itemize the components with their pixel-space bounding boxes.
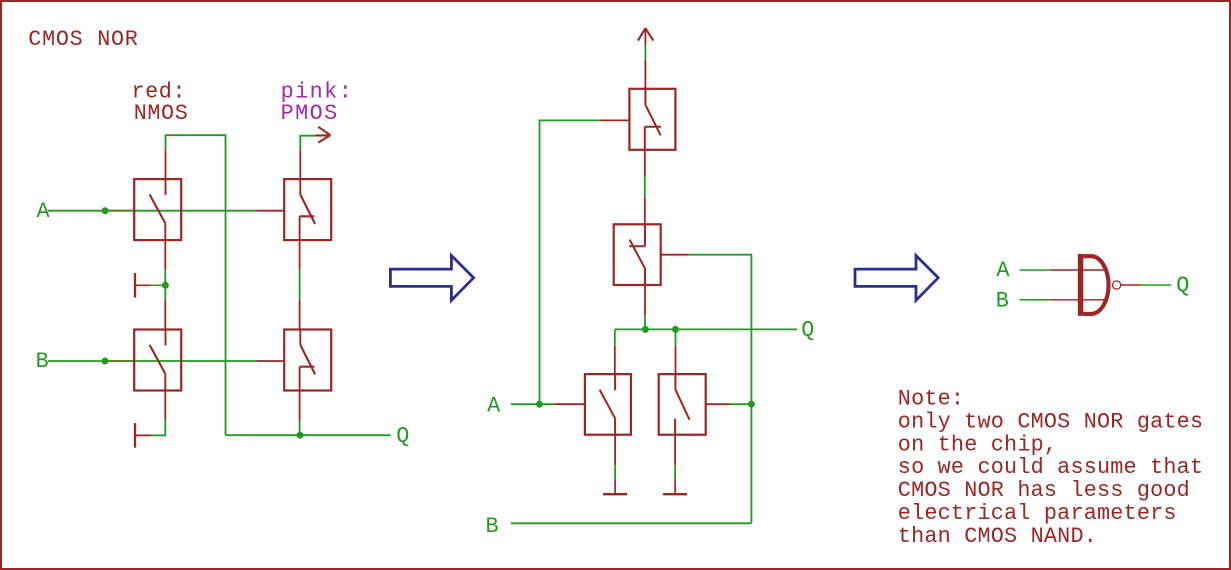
svg-text:PMOS: PMOS: [281, 101, 339, 126]
svg-text:B: B: [486, 514, 499, 539]
svg-text:so we could assume that: so we could assume that: [898, 455, 1203, 480]
svg-text:B: B: [36, 349, 49, 374]
svg-text:on the chip,: on the chip,: [898, 432, 1057, 457]
svg-text:A: A: [996, 258, 1010, 283]
svg-text:CMOS NOR: CMOS NOR: [28, 27, 138, 52]
svg-text:Q: Q: [396, 423, 409, 448]
svg-text:pink:: pink:: [281, 80, 354, 105]
svg-text:B: B: [996, 289, 1009, 314]
svg-text:only two CMOS NOR gates: only two CMOS NOR gates: [898, 409, 1203, 434]
svg-text:Q: Q: [1176, 273, 1189, 298]
svg-text:CMOS NOR has less good: CMOS NOR has less good: [898, 478, 1190, 503]
svg-text:than CMOS NAND.: than CMOS NAND.: [898, 524, 1097, 549]
svg-text:Q: Q: [801, 318, 814, 343]
svg-text:NMOS: NMOS: [134, 101, 189, 126]
svg-text:A: A: [487, 394, 501, 419]
svg-text:red:: red:: [132, 80, 187, 105]
svg-text:electrical parameters: electrical parameters: [898, 501, 1177, 526]
svg-text:Note:: Note:: [898, 387, 964, 412]
svg-text:A: A: [37, 199, 51, 224]
